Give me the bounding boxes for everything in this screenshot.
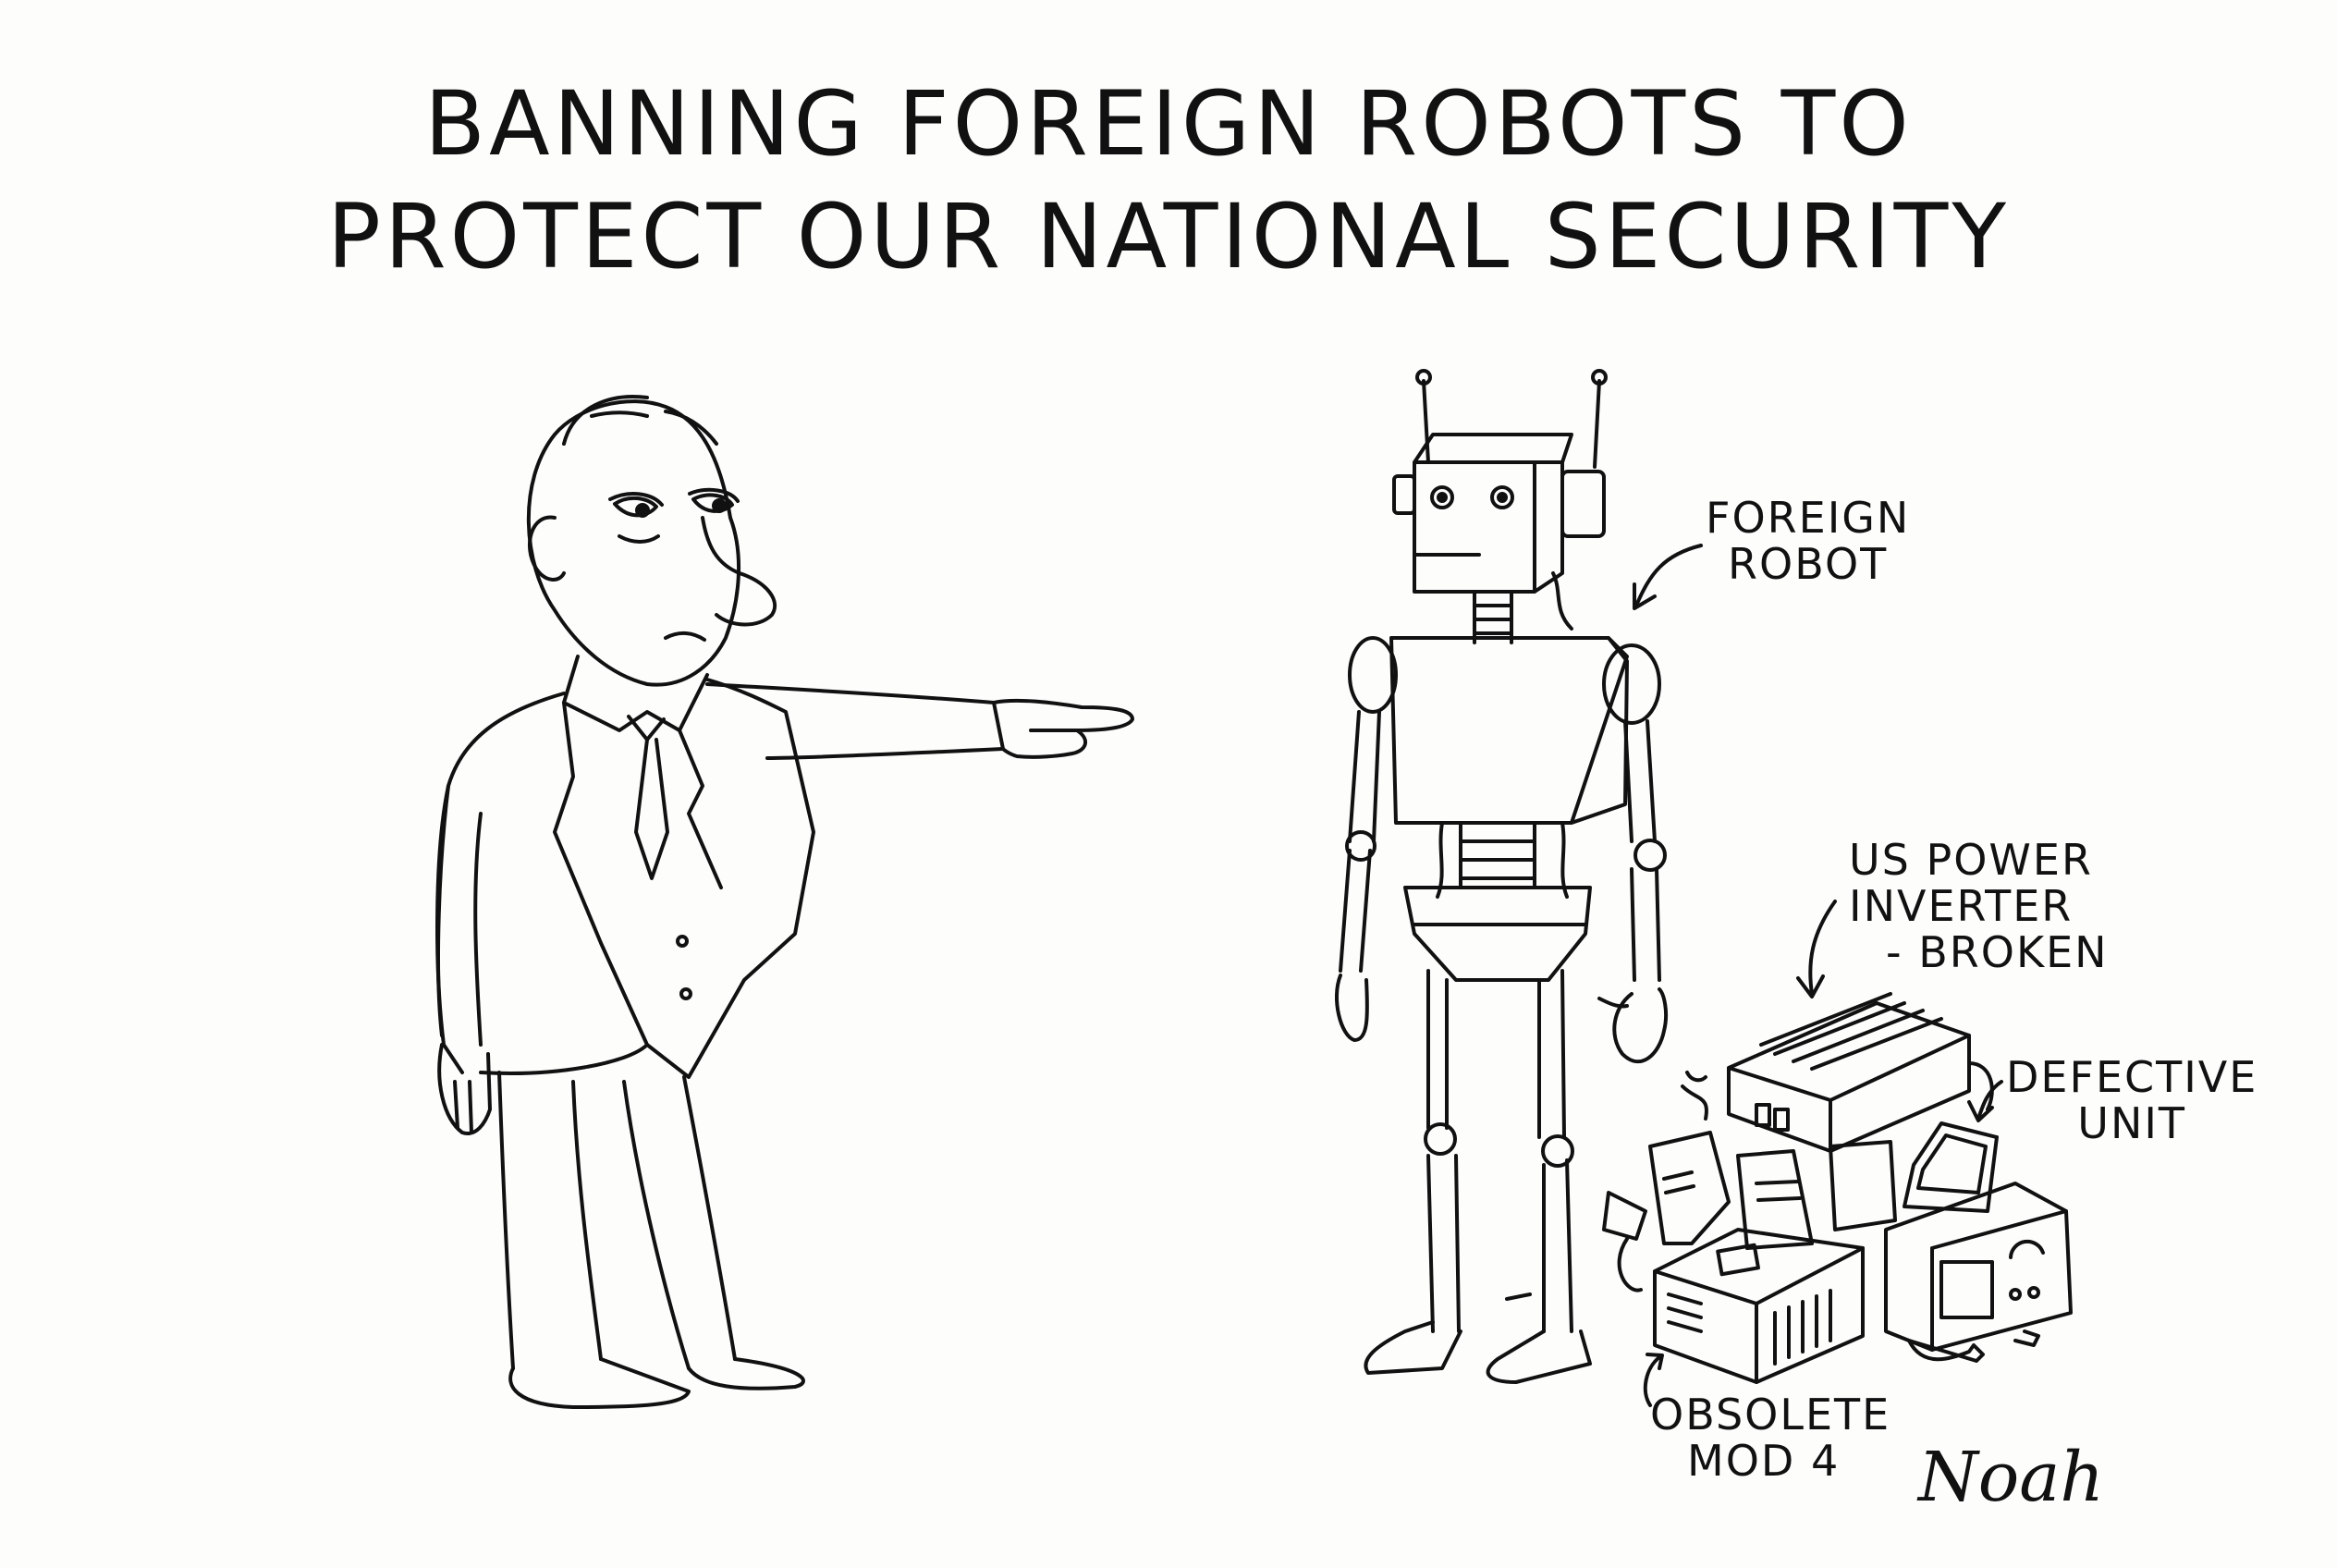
robot-right-leg [1539, 971, 1572, 1331]
foreign-robot-label-line: ROBOT [1728, 539, 1889, 589]
politician-left-hand [439, 1045, 490, 1133]
politician-pointing-hand [994, 701, 1132, 757]
robot-right-shoulder [1604, 645, 1659, 723]
politician-figure [437, 397, 1132, 1407]
robot-left-ear [1394, 476, 1414, 513]
politician-right-shoe [689, 1359, 803, 1389]
politician-legs [499, 1072, 735, 1368]
foreign-robot-label: FOREIGN ROBOT [1706, 495, 1910, 587]
politician-hair [564, 397, 716, 444]
politician-mouth [666, 633, 704, 640]
cartoon-title-line-1: BANNING FOREIGN ROBOTS TO [424, 72, 1913, 176]
arrow-power-inverter [1810, 901, 1835, 994]
robot-right-arm [1625, 721, 1659, 980]
foreign-robot-label-line: FOREIGN [1706, 493, 1911, 543]
robot-left-antenna [1417, 371, 1430, 384]
defective-unit-label-line: UNIT [2077, 1098, 2187, 1148]
robot-neck [1474, 592, 1511, 643]
defective-unit-box [1904, 1123, 1997, 1211]
politician-tie [629, 717, 667, 878]
meter-box [1886, 1183, 2071, 1361]
obsolete-mod-label-line: MOD 4 [1687, 1436, 1841, 1486]
robot-left-shoulder [1350, 638, 1396, 712]
robot-right-foot [1488, 1331, 1590, 1382]
politician-ear [530, 518, 564, 580]
politician-hanging-arm [438, 786, 481, 1045]
robot-left-leg [1428, 971, 1459, 1331]
junk-box-middle [1738, 1151, 1812, 1248]
robot-left-arm [1340, 712, 1379, 971]
robot-pelvis [1405, 888, 1590, 980]
artist-signature: Noah [1918, 1438, 2105, 1517]
robot-left-hand [1337, 975, 1367, 1040]
cartoon-title-line-2: PROTECT OUR NATIONAL SECURITY [327, 185, 2010, 288]
robot-left-eye [1432, 487, 1452, 508]
junk-box-back [1830, 1142, 1895, 1230]
power-inverter-label: US POWER INVERTER - BROKEN [1849, 837, 2109, 975]
arrow-foreign-robot [1636, 545, 1701, 606]
obsolete-mod-4-box [1655, 1230, 1863, 1382]
obsolete-mod-label-line: OBSOLETE [1650, 1390, 1891, 1439]
politician-nose [703, 518, 775, 625]
junk-box-left [1650, 1133, 1729, 1243]
arrow-obsolete [1646, 1357, 1659, 1405]
foreign-robot-figure [1337, 371, 1666, 1382]
power-inverter-label-line: US POWER [1849, 835, 2093, 885]
power-inverter-label-line: INVERTER [1849, 881, 2074, 931]
politician-jacket [437, 680, 814, 1077]
politician-collar [564, 656, 707, 730]
robot-head [1414, 435, 1572, 592]
defective-unit-label: DEFECTIVE UNIT [2006, 1054, 2257, 1146]
junk-pile [1604, 994, 2071, 1382]
robot-left-foot [1365, 1322, 1461, 1373]
politician-head [529, 401, 739, 685]
robot-right-eye [1492, 487, 1512, 508]
robot-torso [1391, 638, 1627, 823]
arrow-defective-unit [1978, 1082, 2001, 1119]
defective-unit-label-line: DEFECTIVE [2006, 1052, 2258, 1102]
robot-waist [1461, 823, 1535, 888]
robot-right-hand [1614, 989, 1666, 1061]
politician-left-eye [615, 498, 656, 516]
us-power-inverter-box [1729, 994, 1992, 1151]
politician-left-shoe [510, 1359, 689, 1407]
obsolete-mod-label: OBSOLETE MOD 4 [1650, 1391, 1890, 1484]
politician-lapel [679, 730, 721, 888]
label-arrows [1634, 545, 2001, 1405]
politician-right-eye [693, 495, 732, 510]
power-inverter-label-line: - BROKEN [1886, 927, 2109, 977]
robot-right-ear [1562, 472, 1604, 536]
robot-right-antenna [1593, 371, 1606, 384]
